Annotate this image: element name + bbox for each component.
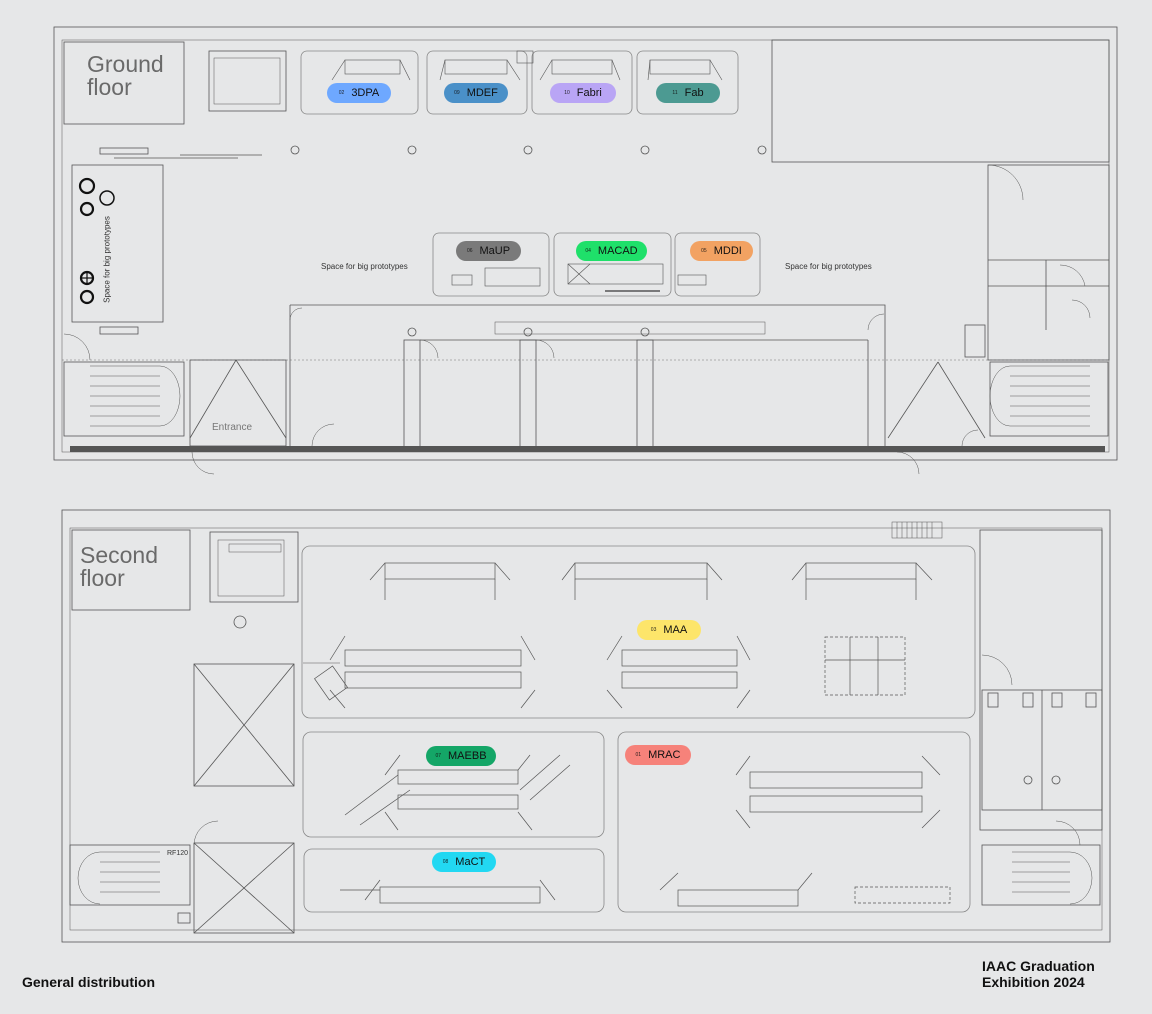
program-tag-fabri: 10 Fabri [550,83,616,103]
second-floor-title: Second floor [80,542,159,591]
exhibition-title: IAAC Graduation Exhibition 2024 [982,958,1095,990]
tag-label: Fabri [576,87,602,99]
tag-label: MaUP [479,245,511,257]
tag-number: 08 [442,859,449,865]
general-distribution-caption: General distribution [22,974,156,990]
tag-label: MDDI [713,245,742,257]
program-tag-maup: 06 MaUP [456,241,521,261]
second-floor-outline [61,509,1111,943]
program-tag-mrac: 01 MRAC [625,745,691,765]
tag-number: 04 [585,248,591,254]
tag-label: Fab [684,87,704,99]
tag-number: 11 [672,90,678,96]
exhibition-title-line1: IAAC Graduation [982,958,1095,974]
tag-label: MAA [663,624,688,636]
tag-number: 10 [564,90,570,96]
program-tag-3dpa: 02 3DPA [327,83,391,103]
tag-number: 09 [454,90,460,96]
program-tag-maebb: 07 MAEBB [426,746,496,766]
big-prototypes-label-left: Space for big prototypes [102,216,112,303]
rf120-label: RF120 [167,850,189,857]
big-prototypes-label-center: Space for big prototypes [321,262,408,271]
ground-title-room [63,41,185,125]
tag-label: 3DPA [351,87,380,99]
left-prototype-zone [71,164,164,323]
exhibition-title-line2: Exhibition 2024 [982,974,1085,990]
tag-label: MaCT [455,856,486,868]
program-tag-mdef: 09 MDEF [444,83,508,103]
program-tag-macad: 04 MACAD [576,241,647,261]
tag-label: MAEBB [448,750,487,762]
tag-number: 05 [701,248,707,254]
tag-number: 06 [466,248,473,254]
tag-label: MRAC [648,749,681,761]
ground-right-room [771,39,1110,163]
entrance-area [189,359,287,447]
program-tag-maa: 03 MAA [637,620,701,640]
entrance-label: Entrance [212,422,253,433]
tag-number: 02 [338,90,345,96]
tag-label: MACAD [597,245,638,257]
big-prototypes-label-right: Space for big prototypes [785,262,872,271]
top-module [208,50,287,112]
tag-number: 01 [635,752,642,758]
program-tag-mact: 08 MaCT [432,852,496,872]
tag-number: 03 [650,627,657,633]
ground-floor-title: Ground floor [87,51,164,100]
program-tag-fab: 11 Fab [656,83,720,103]
tag-label: MDEF [466,87,498,99]
program-tag-mddi: 05 MDDI [690,241,753,261]
columns [290,145,767,337]
tag-number: 07 [435,753,442,759]
